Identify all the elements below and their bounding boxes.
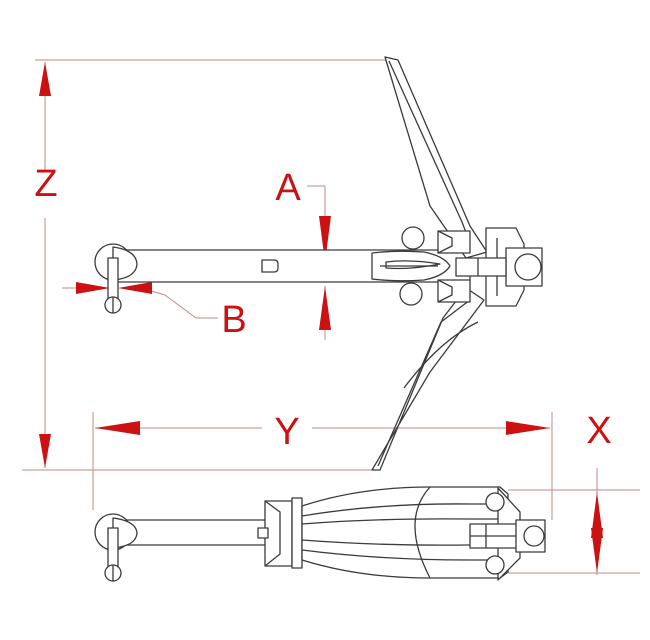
dimension-label-z: Z [34,163,57,205]
arrow-y-right [506,421,550,435]
plan-shackle-pin [107,527,119,569]
lower-fluke-ridge [377,299,471,467]
arrow-b-left [76,282,110,294]
lower-fluke-ridge2 [403,321,479,389]
pivot-pin-lower [399,282,423,306]
arrow-y-left [95,421,140,435]
crown-bar [455,257,507,277]
arrow-a-top [319,216,331,262]
dimension-label-a: A [275,167,301,209]
arrow-x-top [591,492,603,538]
ext-b-leader-b [164,294,197,319]
arrow-z-bottom [39,434,51,468]
arrow-z-top [39,62,51,96]
plan-bottom-view [94,486,546,582]
stock-block-lower-chamfer [437,279,453,303]
extension-lines [22,59,640,574]
plan-fluke-rib [414,486,431,579]
plan-pivot-pin-lower [485,555,505,575]
plan-fluke-line-4 [301,549,500,561]
dimension-label-x: X [586,410,611,452]
dimension-label-b: B [221,299,246,341]
plan-stock-plate [291,497,303,569]
plan-crown-ring [523,525,545,547]
plan-fluke-line-3 [301,539,500,546]
dimension-label-y: Y [274,411,299,453]
plan-stock-tab [257,527,269,539]
stock-block-lower [437,279,471,303]
plan-stock-chamfer [264,500,281,567]
plan-fluke-line-1 [301,503,500,517]
crown-ring [514,253,542,281]
stock-block-upper-chamfer [437,230,453,254]
shank-slot [261,259,279,273]
dimension-arrowheads [39,62,603,573]
arrow-x-bottom [591,528,603,573]
stock-block-upper [437,230,471,254]
plan-pivot-pin-upper [485,492,505,512]
plan-shackle-nose [112,517,138,549]
plan-fluke-line-2 [301,518,500,525]
arrow-a-bottom [319,286,331,330]
pivot-pin-upper [401,226,425,250]
dimension-labels: Z A B Y X [34,163,611,453]
side-elevation-view [94,56,543,471]
shackle-nose [112,246,138,281]
arrow-b-right [118,282,152,294]
shackle-pin [107,257,119,301]
